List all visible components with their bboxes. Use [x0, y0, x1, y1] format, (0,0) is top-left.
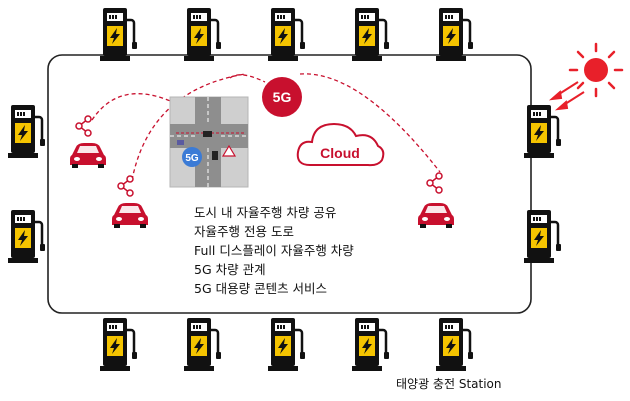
5g-badge: 5G	[262, 77, 302, 117]
ev-charger-icon	[434, 316, 475, 373]
road-5g-label: 5G	[185, 153, 199, 164]
feature-item: 도시 내 자율주행 차량 공유	[194, 205, 336, 220]
ev-charger-icon	[182, 316, 223, 373]
ev-charger-icon	[266, 316, 307, 373]
feature-item: 자율주행 전용 도로	[194, 224, 294, 239]
ev-charger-icon	[522, 208, 563, 265]
ev-charger-icon	[522, 103, 563, 160]
ev-charger-icon	[350, 6, 391, 63]
5g-badge-label: 5G	[273, 89, 292, 105]
feature-list: 도시 내 자율주행 차량 공유 자율주행 전용 도로 Full 디스플레이 자율…	[194, 205, 354, 296]
road-5g-badge: 5G	[182, 147, 202, 167]
feature-item: Full 디스플레이 자율주행 차량	[194, 243, 354, 258]
feature-item: 5G 차량 관계	[194, 262, 266, 277]
solar-ray-arrows	[548, 81, 585, 111]
cloud-icon: Cloud	[296, 122, 385, 167]
ev-charger-icon	[182, 6, 223, 63]
station-caption: 태양광 충전 Station	[396, 377, 502, 391]
ev-charger-icon	[266, 6, 307, 63]
connection-arcs	[91, 73, 441, 181]
feature-item: 5G 대용량 콘텐츠 서비스	[194, 281, 327, 296]
ev-charger-icon	[6, 103, 47, 160]
ev-charger-icon	[98, 6, 139, 63]
sun-icon	[568, 42, 624, 98]
autonomous-road-map	[169, 96, 249, 188]
ev-charger-icon	[434, 6, 475, 63]
cloud-label: Cloud	[320, 145, 360, 161]
ev-charger-icon	[6, 208, 47, 265]
ev-charger-icon	[350, 316, 391, 373]
ev-charger-icon	[98, 316, 139, 373]
